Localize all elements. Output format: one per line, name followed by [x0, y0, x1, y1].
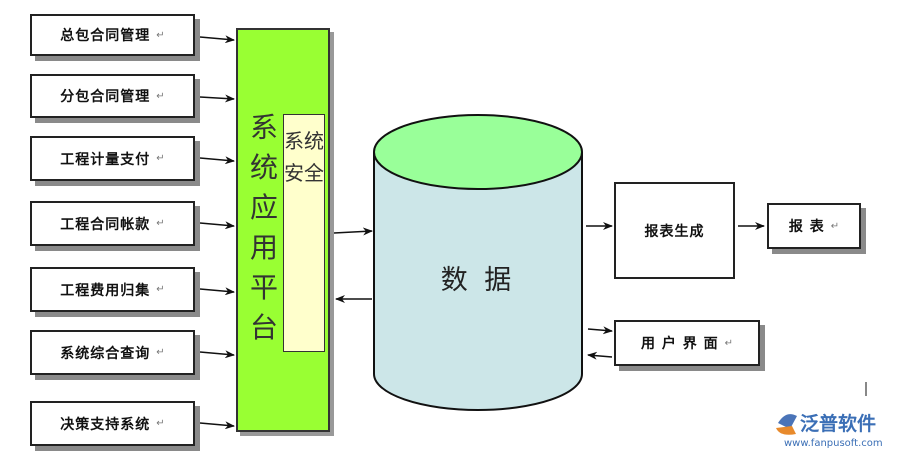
module-box-5: 工程费用归集↵ [30, 267, 195, 312]
arrow-module-3 [199, 156, 235, 165]
module-label: 总包合同管理 [60, 28, 151, 44]
report-generation-box: 报表生成 [614, 182, 735, 279]
user-interface-box: 用 户 界 面↵ [614, 320, 760, 366]
watermark-logo-icon [776, 414, 797, 435]
database-cylinder [373, 114, 583, 411]
module-box-4: 工程合同帐款↵ [30, 201, 195, 246]
security-title: 系统安全 [284, 129, 324, 185]
module-label: 分包合同管理 [60, 89, 151, 105]
watermark-url: www.fanpusoft.com [784, 438, 883, 449]
module-box-1: 总包合同管理↵ [30, 14, 195, 56]
report-box: 报 表↵ [767, 203, 861, 249]
module-label: 决策支持系统 [60, 416, 151, 433]
arrow-db-to-ui [587, 326, 613, 335]
module-label: 工程合同帐款 [60, 216, 151, 233]
module-label: 工程费用归集 [60, 282, 151, 299]
arrow-module-7 [199, 421, 235, 430]
arrow-module-5 [199, 287, 235, 296]
arrow-module-2 [199, 94, 235, 103]
module-label: 工程计量支付 [60, 151, 151, 168]
arrow-module-4 [199, 221, 235, 230]
arrow-module-6 [199, 350, 235, 359]
module-box-3: 工程计量支付↵ [30, 136, 195, 181]
module-box-2: 分包合同管理↵ [30, 74, 195, 118]
system-application-platform: 系统应用平台 系统安全 [236, 28, 330, 432]
database-label: 数 据 [440, 265, 516, 296]
module-box-6: 系统综合查询↵ [30, 330, 195, 375]
system-security-box: 系统安全 [283, 114, 325, 352]
arrow-platform-to-db [333, 227, 373, 236]
arrow-ui-to-db [587, 351, 613, 360]
report-label: 报 表 [788, 219, 825, 235]
platform-title: 系统应用平台 [249, 111, 278, 344]
user-interface-label: 用 户 界 面 [640, 336, 719, 352]
module-box-7: 决策支持系统↵ [30, 401, 195, 446]
arrow-module-1 [199, 35, 235, 44]
report-generation-label: 报表生成 [644, 223, 705, 240]
watermark-name: 泛普软件 [800, 412, 876, 435]
module-label: 系统综合查询 [60, 345, 151, 362]
